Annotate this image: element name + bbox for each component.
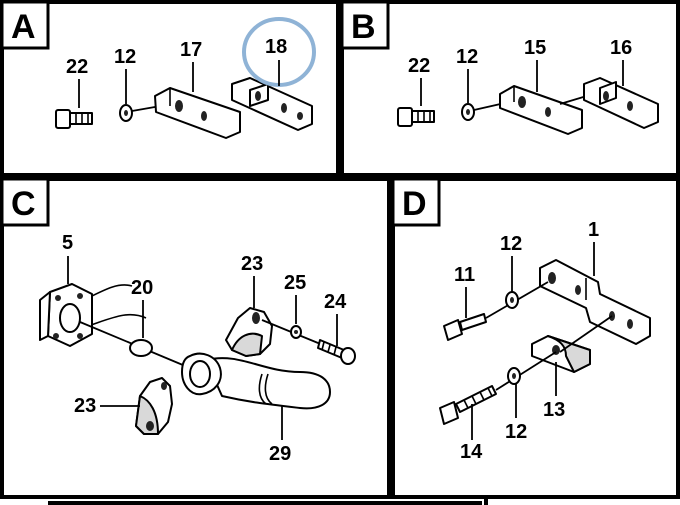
panel-b-callout-clamp-left: 15 xyxy=(524,37,546,59)
panel-b-callout-washer: 12 xyxy=(456,46,478,68)
panel-c-label: C xyxy=(11,185,36,223)
panel-a-callout-washer: 12 xyxy=(114,46,136,68)
panel-d-callout-clip: 13 xyxy=(543,399,565,421)
panel-b-callout-bolt: 22 xyxy=(408,55,430,77)
panel-d-bolt-bottom xyxy=(439,385,497,425)
panel-b-clamp-right xyxy=(583,77,659,129)
panel-b-clamp-left xyxy=(499,85,583,135)
panel-b-frame xyxy=(340,0,680,177)
panel-d-frame xyxy=(391,177,680,499)
panel-d: D xyxy=(391,177,680,499)
panel-c-callout-pipe: 29 xyxy=(269,443,291,465)
panel-d-bracket xyxy=(539,259,651,345)
panel-b-label: B xyxy=(351,8,376,46)
panel-d-callout-washer-top: 12 xyxy=(500,233,522,255)
panel-d-callout-bolt-bottom: 14 xyxy=(460,441,483,463)
panel-c-callout-bolt: 24 xyxy=(324,291,347,313)
panel-c-clamp-bottom xyxy=(135,377,173,435)
panel-a: A 22 12 17 18 xyxy=(0,0,340,177)
panel-c-callout-flange: 5 xyxy=(62,232,73,254)
panel-a-clamp-left xyxy=(154,87,241,139)
panel-a-callout-bolt: 22 xyxy=(66,56,88,78)
panel-d-callout-bolt-top: 11 xyxy=(454,264,475,286)
panel-b-callout-clamp-right: 16 xyxy=(610,37,632,59)
panel-a-label: A xyxy=(11,8,36,46)
panel-c-flange xyxy=(39,283,147,347)
panel-d-label: D xyxy=(402,185,427,223)
panel-a-bolt xyxy=(55,109,93,129)
panel-d-callout-washer-bottom: 12 xyxy=(505,421,527,443)
panel-c-callout-clamp-bottom: 23 xyxy=(74,395,96,417)
panel-a-callout-clamp-right: 18 xyxy=(265,36,287,58)
panel-a-callout-clamp-left: 17 xyxy=(180,39,202,61)
panel-c-pipe xyxy=(181,352,331,410)
panel-d-tag xyxy=(391,177,441,227)
panel-c-clamp-top xyxy=(225,307,273,357)
panel-c-oring xyxy=(129,339,153,357)
panel-c-bolt xyxy=(317,339,356,365)
panel-b-bolt xyxy=(397,107,435,127)
panel-a-frame xyxy=(0,0,340,177)
panel-c-tag xyxy=(0,177,50,227)
panel-c-callout-washer: 25 xyxy=(284,272,306,294)
panel-c-callout-oring: 20 xyxy=(131,277,153,299)
panel-c: C xyxy=(0,177,391,499)
panel-d-callout-bracket: 1 xyxy=(588,219,599,241)
panel-c-frame xyxy=(0,177,391,499)
panel-d-bolt-top xyxy=(443,313,487,341)
panel-b-tag xyxy=(340,0,390,50)
panel-c-callout-clamp-top: 23 xyxy=(241,253,263,275)
panel-a-tag xyxy=(0,0,50,50)
panel-b: B 22 12 15 16 xyxy=(340,0,680,177)
panel-d-clip xyxy=(531,335,591,373)
